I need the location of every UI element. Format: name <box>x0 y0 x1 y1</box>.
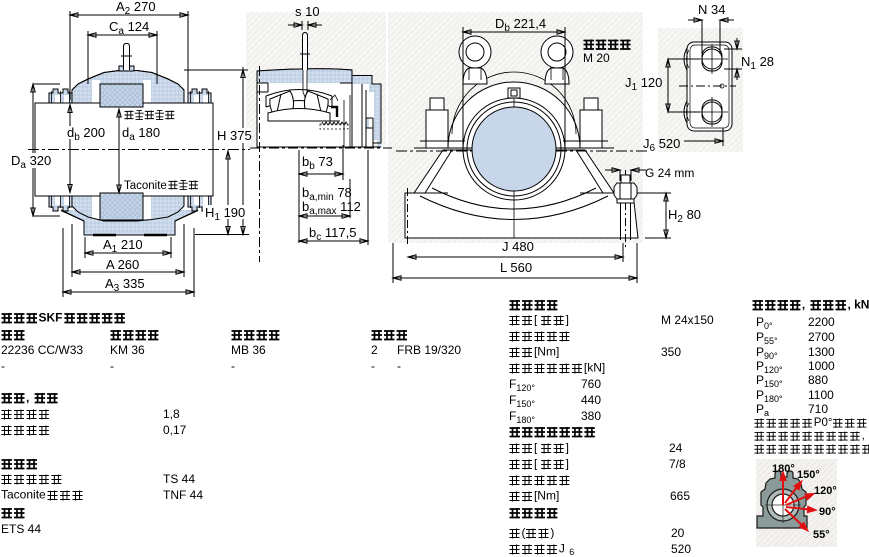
svg-text:M 20: M 20 <box>583 51 610 65</box>
svg-text:TNF 44: TNF 44 <box>163 488 203 502</box>
svg-text:H 375: H 375 <box>217 128 252 143</box>
svg-text:0,17: 0,17 <box>163 423 187 437</box>
svg-text:A3 335: A3 335 <box>105 276 145 294</box>
svg-text:F180°: F180° <box>509 409 535 425</box>
svg-text:P55°: P55° <box>756 330 778 346</box>
svg-text:Db 221,4: Db 221,4 <box>495 16 546 34</box>
svg-text:[Nm]: [Nm] <box>534 345 559 359</box>
svg-text:L 560: L 560 <box>500 260 532 275</box>
svg-text:H1 190: H1 190 <box>205 205 245 223</box>
svg-text:7/8: 7/8 <box>669 457 686 471</box>
svg-text:FRB 19/320: FRB 19/320 <box>397 343 461 357</box>
svg-text:ETS 44: ETS 44 <box>1 522 41 536</box>
svg-text:P150°: P150° <box>756 373 783 389</box>
svg-text:J6 520: J6 520 <box>643 136 680 154</box>
svg-text:1100: 1100 <box>808 388 834 402</box>
svg-text:M 24x150: M 24x150 <box>661 313 714 327</box>
svg-text:(: ( <box>521 526 525 540</box>
svg-text:1300: 1300 <box>808 345 835 359</box>
svg-text:ba,min 78: ba,min 78 <box>302 185 352 203</box>
svg-text:A2 270: A2 270 <box>116 0 156 17</box>
svg-text:G 24 mm: G 24 mm <box>645 166 694 180</box>
svg-text:760: 760 <box>581 377 601 391</box>
svg-text:Taconite: Taconite <box>1 488 46 502</box>
svg-text:KM 36: KM 36 <box>110 343 145 357</box>
svg-text:520: 520 <box>671 542 691 556</box>
svg-text:P0°: P0° <box>756 315 773 331</box>
svg-text:P120°: P120° <box>756 359 783 375</box>
svg-text:,: , <box>862 430 865 442</box>
svg-text:24: 24 <box>669 441 683 455</box>
svg-text:Da 320: Da 320 <box>11 153 51 171</box>
svg-text:N1 28: N1 28 <box>741 54 774 72</box>
svg-text:F120°: F120° <box>509 377 535 393</box>
svg-text:F150°: F150° <box>509 393 535 409</box>
svg-text:]: ] <box>566 441 569 455</box>
svg-text:120°: 120° <box>814 485 837 497</box>
svg-text:380: 380 <box>581 409 601 423</box>
svg-text:180°: 180° <box>772 463 795 475</box>
svg-text:N 34: N 34 <box>698 2 725 17</box>
svg-text:1000: 1000 <box>808 359 835 373</box>
svg-text:[: [ <box>534 441 538 455</box>
svg-text:2: 2 <box>371 343 378 357</box>
svg-text:-: - <box>110 359 114 373</box>
svg-text:-: - <box>371 359 375 373</box>
svg-text:db 200: db 200 <box>67 125 105 143</box>
svg-text:-: - <box>1 359 5 373</box>
svg-text:-: - <box>397 359 401 373</box>
svg-text:bc 117,5: bc 117,5 <box>309 225 356 243</box>
svg-text:350: 350 <box>661 345 681 359</box>
svg-text:, kN: , kN <box>847 298 869 312</box>
svg-text:22236 CC/W33: 22236 CC/W33 <box>1 343 83 357</box>
svg-text:[kN]: [kN] <box>584 361 605 375</box>
svg-text:90°: 90° <box>819 506 836 518</box>
svg-text:]: ] <box>566 457 569 471</box>
svg-text:6: 6 <box>569 547 574 557</box>
svg-text:Taconite: Taconite <box>124 180 167 192</box>
svg-text:Ca 124: Ca 124 <box>109 19 149 37</box>
svg-text:J: J <box>559 542 565 556</box>
svg-text:[: [ <box>534 457 538 471</box>
svg-text:da 180: da 180 <box>122 125 160 143</box>
svg-text:2700: 2700 <box>808 330 835 344</box>
svg-text:P180°: P180° <box>756 388 783 404</box>
svg-text:,: , <box>802 298 805 312</box>
svg-text:MB 36: MB 36 <box>231 343 266 357</box>
svg-text:55°: 55° <box>813 529 830 541</box>
svg-text:): ) <box>550 526 554 540</box>
svg-text:[Nm]: [Nm] <box>534 489 559 503</box>
svg-text:]: ] <box>566 313 569 327</box>
svg-text:Pa: Pa <box>756 402 769 418</box>
svg-text:H2 80: H2 80 <box>668 207 701 225</box>
svg-text:880: 880 <box>808 373 828 387</box>
svg-text:s 10: s 10 <box>295 4 320 19</box>
svg-text:A1 210: A1 210 <box>103 237 143 255</box>
svg-text:2200: 2200 <box>808 315 835 329</box>
svg-text:ba,max 112: ba,max 112 <box>302 199 361 217</box>
svg-text:150°: 150° <box>797 469 820 481</box>
svg-text:SKF: SKF <box>38 311 62 325</box>
svg-text:,: , <box>26 391 29 405</box>
svg-text:J 480: J 480 <box>502 239 534 254</box>
svg-text:1,8: 1,8 <box>163 407 180 421</box>
svg-text:20: 20 <box>671 526 685 540</box>
svg-text:[: [ <box>534 313 538 327</box>
svg-text:A 260: A 260 <box>106 257 139 272</box>
svg-text:710: 710 <box>808 402 828 416</box>
svg-text:TS 44: TS 44 <box>163 472 195 486</box>
svg-text:-: - <box>231 359 235 373</box>
svg-text:440: 440 <box>581 393 601 407</box>
svg-text:665: 665 <box>670 489 690 503</box>
svg-text:P0°: P0° <box>814 417 833 429</box>
svg-text:P90°: P90° <box>756 345 778 361</box>
svg-text:J1 120: J1 120 <box>625 75 662 93</box>
svg-text:bb 73: bb 73 <box>302 154 333 172</box>
